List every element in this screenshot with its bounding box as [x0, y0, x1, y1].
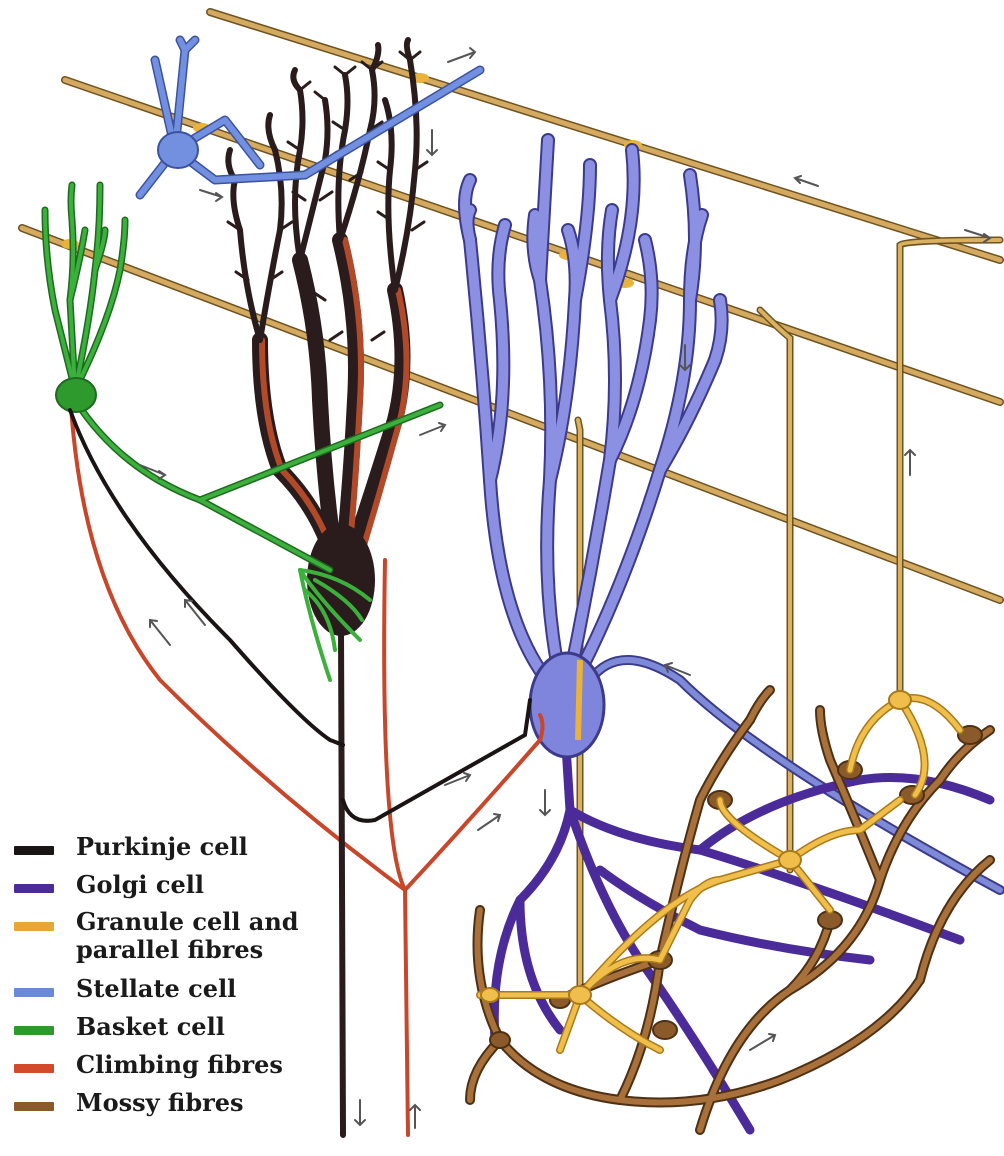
- legend-label-mossy: Mossy fibres: [76, 1088, 244, 1118]
- legend-item-stellate: Stellate cell: [14, 974, 334, 1012]
- legend-item-mossy: Mossy fibres: [14, 1088, 334, 1126]
- legend-item-purkinje: Purkinje cell: [14, 832, 334, 870]
- mossy-fibres: [470, 690, 990, 1130]
- legend-label-basket: Basket cell: [76, 1012, 225, 1042]
- legend-item-climbing: Climbing fibres: [14, 1050, 334, 1088]
- legend-label-purkinje: Purkinje cell: [76, 832, 248, 862]
- legend-item-granule: Granule cell and parallel fibres: [14, 908, 334, 974]
- legend-swatch-basket: [14, 1026, 54, 1035]
- legend-swatch-granule: [14, 922, 54, 931]
- legend-label-climbing: Climbing fibres: [76, 1050, 283, 1080]
- legend-label-stellate: Stellate cell: [76, 974, 236, 1004]
- legend-swatch-mossy: [14, 1102, 54, 1111]
- legend-label-golgi: Golgi cell: [76, 870, 204, 900]
- purkinje-collateral: [343, 700, 530, 821]
- legend-swatch-golgi: [14, 884, 54, 893]
- legend-swatch-purkinje: [14, 846, 54, 855]
- golgi-cell-dendrites: [465, 140, 722, 700]
- legend-swatch-stellate: [14, 988, 54, 997]
- legend-swatch-climbing: [14, 1064, 54, 1073]
- legend-item-basket: Basket cell: [14, 1012, 334, 1050]
- stellate-cell: [140, 40, 480, 195]
- parallel-fibres: [22, 12, 1000, 600]
- legend-label-granule: Granule cell and parallel fibres: [76, 908, 336, 964]
- legend: Purkinje cell Golgi cell Granule cell an…: [14, 832, 334, 1126]
- legend-item-golgi: Golgi cell: [14, 870, 334, 908]
